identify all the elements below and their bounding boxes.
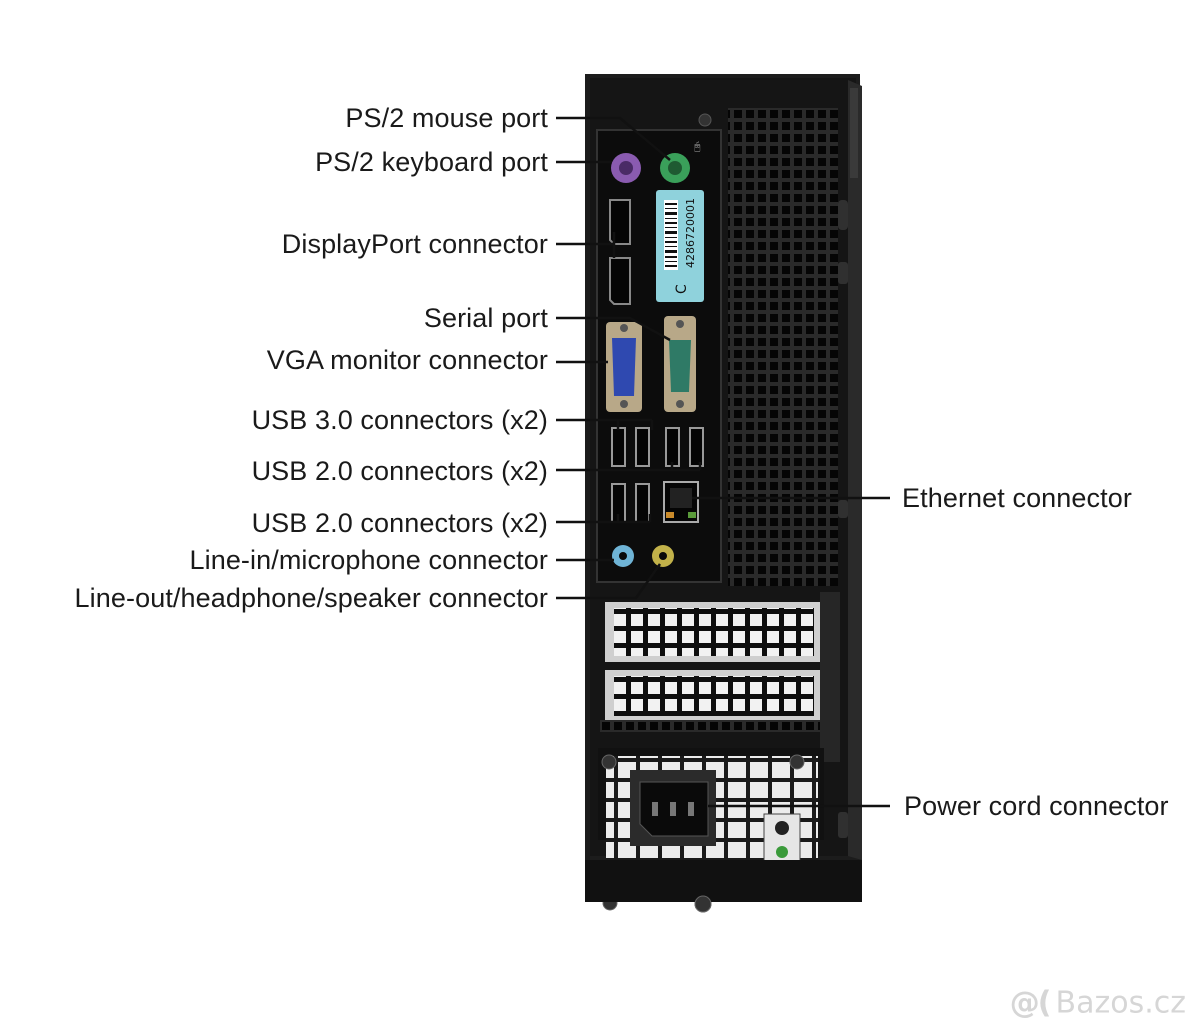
label-line-out-connector: Line-out/headphone/speaker connector: [74, 583, 548, 613]
watermark-logo: @(: [1009, 985, 1052, 1021]
screw-icon: [694, 895, 712, 913]
line-in-jack: [612, 545, 634, 567]
io-panel: 🖰 4286720001 C: [596, 129, 722, 583]
label-serial-port: Serial port: [423, 303, 548, 333]
leader-lines: [556, 116, 890, 808]
screw-icon: [698, 113, 712, 127]
label-usb2-connectors-bottom: USB 2.0 connectors (x2): [251, 508, 548, 538]
ps2-keyboard-port: [611, 153, 641, 183]
label-ps2-mouse-port: PS/2 mouse port: [345, 103, 548, 133]
lock-slot: [838, 200, 848, 230]
line-out-jack: [652, 545, 674, 567]
label-usb3-connectors: USB 3.0 connectors (x2): [251, 405, 548, 435]
ventilation-grill: [728, 108, 838, 586]
serial-sticker: 4286720001 C: [656, 190, 704, 302]
chassis-base: [585, 860, 862, 902]
expansion-slots: [600, 592, 840, 762]
sticker-serial-text: 4286720001: [684, 198, 697, 268]
ethernet-port: [663, 481, 699, 523]
sticker-letter: C: [674, 284, 690, 294]
label-ps2-keyboard-port: PS/2 keyboard port: [315, 147, 548, 177]
serial-port: [664, 316, 696, 412]
label-usb2-connectors-top: USB 2.0 connectors (x2): [251, 456, 548, 486]
watermark-text: Bazos.cz: [1055, 985, 1186, 1021]
label-vga-connector: VGA monitor connector: [266, 345, 548, 375]
displayport-connector: [609, 199, 631, 305]
power-cord-connector: [639, 781, 709, 837]
label-displayport-connector: DisplayPort connector: [281, 229, 548, 259]
label-ethernet-connector: Ethernet connector: [902, 483, 1132, 513]
ps2-mouse-port: [660, 153, 690, 183]
mouse-icon: 🖰: [694, 140, 701, 153]
watermark: @(Bazos.cz: [1010, 986, 1186, 1021]
vga-connector: [606, 322, 642, 412]
label-power-cord-connector: Power cord connector: [904, 791, 1169, 821]
usb3-ports: [611, 427, 650, 467]
label-line-in-connector: Line-in/microphone connector: [189, 545, 548, 575]
handle-latch: [850, 88, 858, 178]
